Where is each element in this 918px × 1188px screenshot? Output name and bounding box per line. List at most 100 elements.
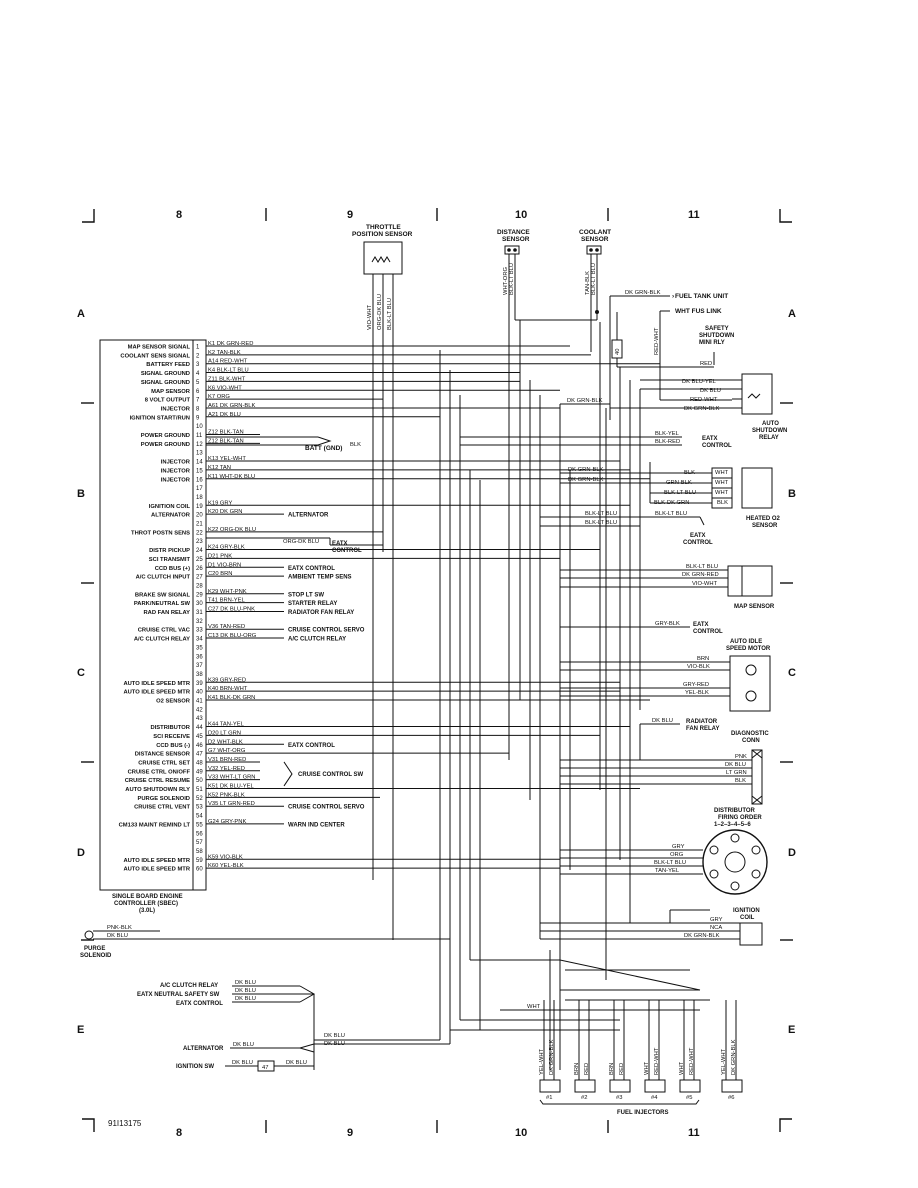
pin-label: DISTR PICKUP — [149, 548, 190, 554]
pin-number: 58 — [196, 849, 203, 855]
pin-number: 50 — [196, 778, 203, 784]
radiator-fan-relay: DK BLU RADIATOR FAN RELAY — [639, 718, 719, 760]
tps-body — [363, 241, 403, 275]
pin-destination: WARN IND CENTER — [288, 822, 345, 828]
o2-body — [741, 467, 773, 509]
ais-coil-2-icon — [745, 690, 757, 702]
svg-text:BLK: BLK — [735, 778, 746, 784]
pin-label: INJECTOR — [161, 406, 191, 412]
pin-number: 34 — [196, 637, 203, 643]
pin-number: 54 — [196, 814, 203, 820]
pin-wire-label: K44 TAN-YEL — [208, 722, 245, 728]
pin-wire-label: K12 TAN — [208, 465, 231, 471]
svg-text:IGNITION SW: IGNITION SW — [176, 1064, 214, 1070]
pin-wire-label: Z12 BLK-TAN — [208, 438, 244, 444]
fuel-injector — [539, 1079, 561, 1093]
svg-text:YEL-BLK: YEL-BLK — [685, 690, 709, 696]
pin-number: 23 — [196, 539, 203, 545]
pin-number: 41 — [196, 699, 203, 705]
ais-coil-1-icon — [745, 664, 757, 676]
eatx-control-gnd: EATX CONTROL — [702, 436, 732, 449]
o2-label: HEATED O2 SENSOR — [746, 516, 782, 529]
pin-number: 46 — [196, 743, 203, 749]
fus-link-label: WHT FUS LINK — [675, 308, 722, 315]
asd-label: AUTO SHUTDOWN RELAY — [752, 421, 789, 441]
injector-wire-label: RED-WHT — [654, 1047, 660, 1075]
svg-text:DK GRN-BLK: DK GRN-BLK — [568, 467, 604, 473]
svg-text:NCA: NCA — [710, 925, 722, 931]
pin-label: 8 VOLT OUTPUT — [145, 398, 191, 404]
pin-number: 27 — [196, 575, 203, 581]
pin-wire-label: T41 BRN-YEL — [208, 598, 246, 604]
pin-wire-label: V32 YEL-RED — [208, 766, 245, 772]
pin-label: IGNITION COIL — [149, 504, 191, 510]
pin-label: A/C CLUTCH RELAY — [134, 637, 190, 643]
pin-number: 31 — [196, 610, 203, 616]
tps-eatx: ORG-DK BLU EATX CONTROL — [206, 537, 383, 554]
pin-label: CRUISE CTRL ON/OFF — [128, 769, 191, 775]
asd-wire-2: DK BLU — [700, 388, 721, 394]
svg-text:DK GRN-BLK: DK GRN-BLK — [684, 933, 720, 939]
pin-destination: STARTER RELAY — [288, 601, 337, 607]
pin-wire-label: K19 GRY — [208, 500, 233, 506]
pin-number: 22 — [196, 530, 203, 536]
pin-wire-label: K59 VIO-BLK — [208, 854, 243, 860]
pin-number: 3 — [196, 362, 200, 368]
pin-number: 8 — [196, 406, 200, 412]
pin-number: 20 — [196, 513, 203, 519]
col-label-top-8: 8 — [176, 209, 182, 221]
figure-code: 91I13175 — [108, 1119, 142, 1128]
pin-number: 47 — [196, 752, 203, 758]
pin-label: COOLANT SENS SIGNAL — [120, 353, 190, 359]
svg-text:DK BLU: DK BLU — [235, 980, 256, 986]
svg-text:DK BLU: DK BLU — [324, 1041, 345, 1047]
pin-wire-label: G24 GRY-PNK — [208, 819, 246, 825]
svg-text:EATX CONTROL: EATX CONTROL — [176, 1001, 223, 1007]
pin-label: THROT POSTN SENS — [131, 530, 190, 536]
svg-text:DK BLU: DK BLU — [107, 933, 128, 939]
cruise-sw-label: CRUISE CONTROL SW — [298, 772, 364, 778]
asd-coil-icon — [747, 393, 761, 399]
pin-number: 43 — [196, 716, 203, 722]
pin-number: 1 — [196, 345, 200, 351]
pin-wire-label: K11 WHT-DK BLU — [208, 474, 255, 480]
pin-label: A/C CLUTCH INPUT — [136, 575, 191, 581]
pin-label: SIGNAL GROUND — [141, 371, 190, 377]
svg-text:DK BLU: DK BLU — [232, 1060, 253, 1066]
pin-label: CM133 MAINT REMIND LT — [119, 822, 191, 828]
col-label-top-9: 9 — [347, 209, 353, 221]
tps-title: THROTTLE POSITION SENSOR — [352, 224, 413, 238]
row-label-left-d: D — [77, 847, 85, 859]
throt-eatx-label: EATX CONTROL — [332, 541, 362, 554]
pin-wire-label: D1 VIO-BRN — [208, 562, 241, 568]
injector-wire-label: RED — [619, 1063, 625, 1075]
pin-wire-label: K60 YEL-BLK — [208, 863, 244, 869]
pin-wire-label: K6 VIO-WHT — [208, 385, 242, 391]
auto-shutdown-relay: SAFETY SHUTDOWN MINI RLY RED DK BLU-YEL … — [560, 326, 789, 441]
pin-wire-label: K41 BLK-DK GRN — [208, 695, 255, 701]
pin-number: 55 — [196, 822, 203, 828]
lower-bus: A/C CLUTCH RELAY EATX NEUTRAL SAFETY SW … — [137, 980, 450, 1072]
col-label-bottom-11: 11 — [688, 1127, 700, 1139]
pin-wire-label: C13 DK BLU-ORG — [208, 633, 257, 639]
pin-number: 29 — [196, 592, 203, 598]
coolant-wire-2: BLK-LT BLU — [591, 263, 597, 295]
pin-strip — [192, 339, 207, 891]
diagnostic-connector: DIAGNOSTIC CONN PNK DK BLU LT GRN BLK — [560, 731, 769, 805]
fuel-tank-wire: DK GRN-BLK — [625, 290, 661, 296]
svg-text:BLK-LT BLU: BLK-LT BLU — [655, 511, 687, 517]
ignition-coil: IGNITION COIL GRY NCA DK GRN-BLK — [540, 908, 763, 946]
svg-text:GRY-RED: GRY-RED — [683, 682, 709, 688]
pin-label: AUTO SHUTDOWN RLY — [125, 787, 190, 793]
asd-body — [741, 373, 773, 415]
row-label-right-d: D — [788, 847, 796, 859]
pin-number: 14 — [196, 460, 203, 466]
pin-wire-label: K29 WHT-PNK — [208, 589, 247, 595]
distance-title: DISTANCE SENSOR — [497, 229, 532, 243]
pin-number: 12 — [196, 442, 203, 448]
injector-number: #1 — [546, 1095, 552, 1101]
fuel-tank-label: FUEL TANK UNIT — [675, 293, 728, 300]
